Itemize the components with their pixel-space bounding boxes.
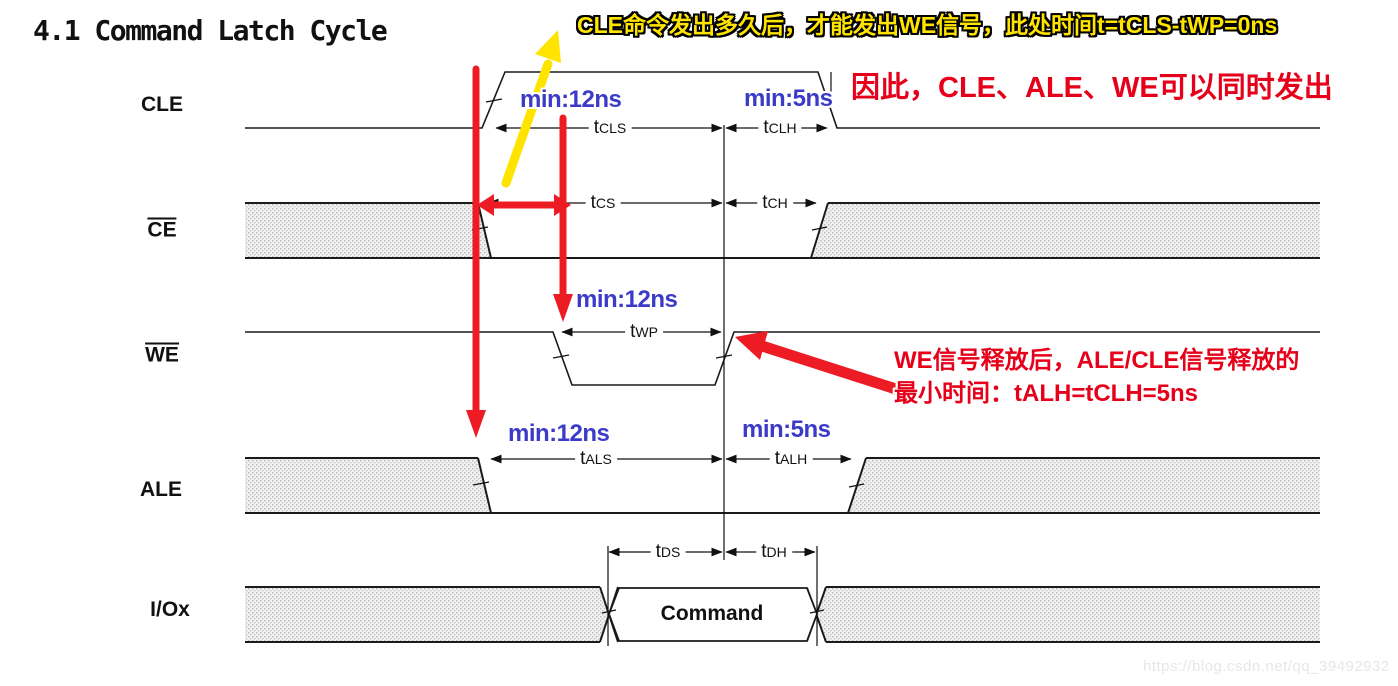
signal-label-iox-text: I/Ox (150, 598, 190, 621)
timing-label-tcls: tCLS (588, 117, 632, 139)
annotation-conclusion: 因此，CLE、ALE、WE可以同时发出 (851, 72, 1333, 104)
signal-label-ale-text: ALE (140, 478, 182, 501)
ce-waveform (245, 202, 1320, 259)
min-label-tcls: min:12ns (520, 86, 622, 113)
signal-label-we: WE (145, 342, 179, 368)
annotation-we-note-line1: WE信号释放后，ALE/CLE信号释放的 (894, 347, 1300, 374)
min-label-tals: min:12ns (508, 420, 610, 447)
timing-label-talh: tALH (769, 448, 813, 470)
timing-label-tclh: tCLH (758, 117, 802, 139)
annotation-we-note-line2: 最小时间：tALH=tCLH=5ns (894, 380, 1199, 407)
min-label-talh: min:5ns (742, 416, 831, 443)
signal-label-cle: CLE (141, 93, 183, 117)
signal-label-cle-text: CLE (141, 93, 183, 116)
cle-waveform (245, 71, 1320, 129)
page-title: 4.1 Command Latch Cycle (33, 14, 388, 47)
edge-ticks (471, 72, 865, 614)
timing-label-tch: tCH (757, 192, 793, 214)
reference-line (607, 125, 818, 646)
dimension-arrows (487, 123, 852, 557)
signal-label-iox: I/Ox (150, 598, 190, 622)
yellow-arrow-cle-question (501, 30, 561, 188)
red-arrow-cle-to-we (553, 114, 573, 322)
signal-label-ale: ALE (140, 478, 182, 502)
timing-label-twp: tWP (625, 321, 663, 343)
red-double-arrow-tcs (477, 194, 571, 216)
signal-label-we-text: WE (145, 342, 179, 367)
iox-waveform (245, 586, 1320, 643)
command-label: Command (660, 602, 764, 625)
red-arrow-we-release (735, 331, 908, 397)
timing-label-tcs: tCS (585, 192, 621, 214)
timing-label-tds: tDS (650, 541, 686, 563)
we-waveform (245, 331, 1320, 386)
min-label-tclh: min:5ns (744, 85, 833, 112)
watermark: https://blog.csdn.net/qq_39492932 (1143, 658, 1390, 675)
red-arrow-cle-to-ale (466, 65, 486, 438)
ale-waveform (245, 457, 1320, 514)
annotation-top-yellow: CLE命令发出多久后，才能发出WE信号，此处时间t=tCLS-tWP=0ns (577, 12, 1278, 38)
timing-label-tals: tALS (575, 448, 617, 470)
timing-label-tdh: tDH (756, 541, 792, 563)
signal-label-ce: CE (147, 217, 177, 243)
signal-label-ce-text: CE (147, 217, 177, 242)
min-label-twp: min:12ns (576, 286, 678, 313)
